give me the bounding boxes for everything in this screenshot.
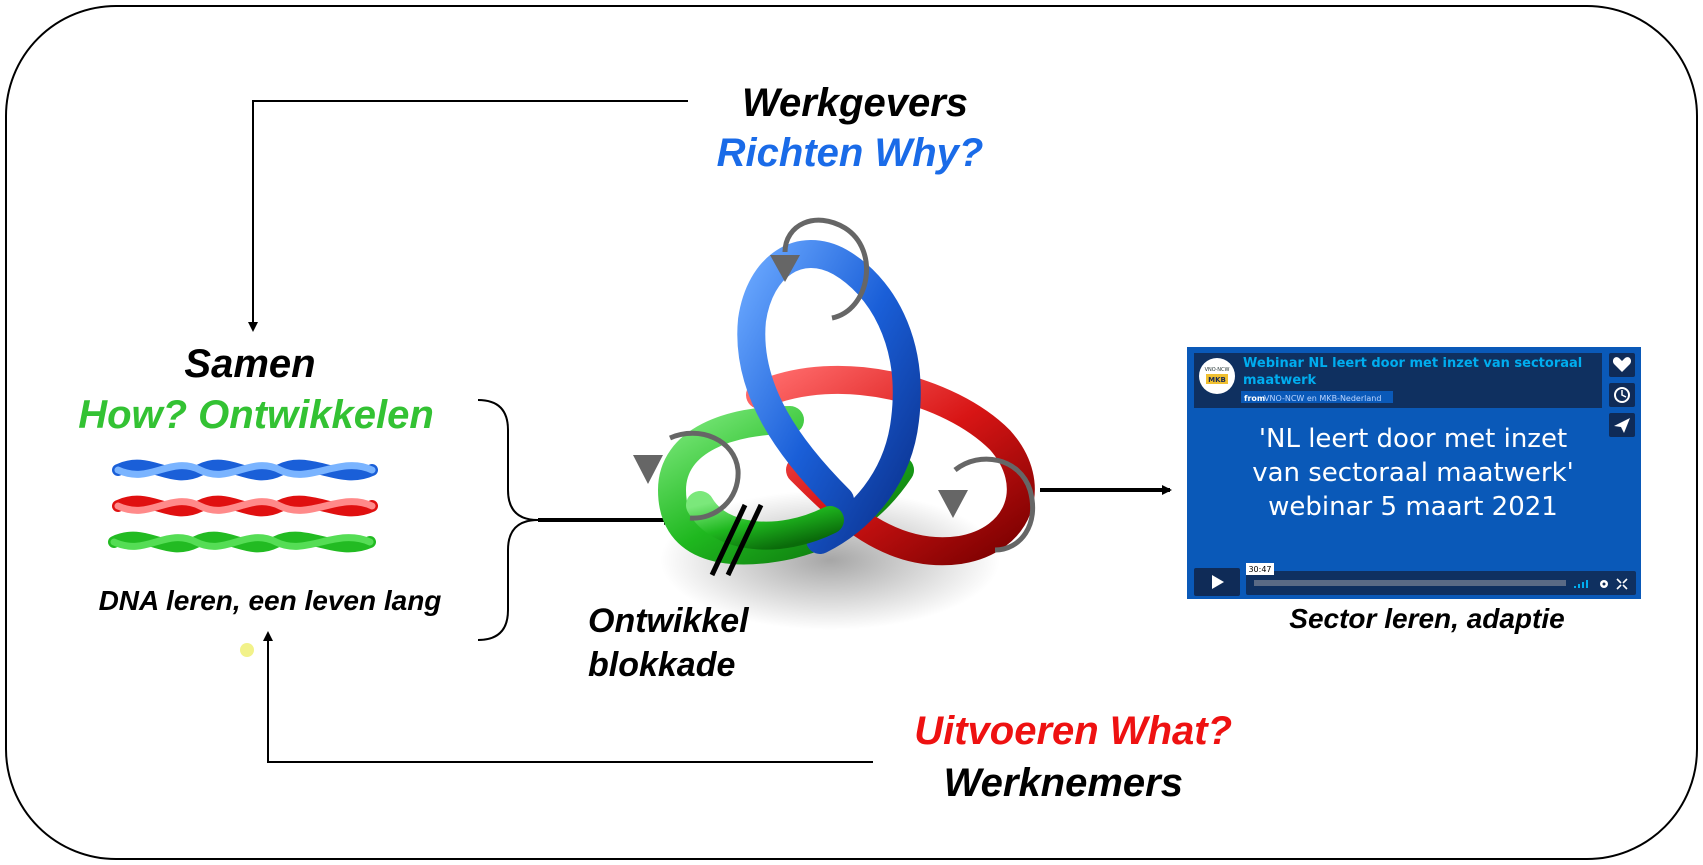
left-label-line1: Samen <box>184 342 315 386</box>
video-player[interactable]: VNO·NCW MKB Webinar NL leert door met in… <box>1187 347 1641 599</box>
rotation-arrowhead-blue <box>770 255 800 282</box>
slide-line3: webinar 5 maart 2021 <box>1268 492 1558 522</box>
yellow-dot <box>240 643 254 657</box>
progress-track[interactable] <box>1254 580 1566 586</box>
bottom-feedback-arrow <box>263 631 873 763</box>
rotation-arrow-green <box>669 430 741 521</box>
video-title-line1[interactable]: Webinar NL leert door met inzet van sect… <box>1243 356 1582 371</box>
rotation-arrowheads <box>633 255 968 518</box>
play-icon <box>1212 575 1224 589</box>
clock-icon <box>1614 387 1630 403</box>
from-channel[interactable]: VNO-NCW en MKB-Nederland <box>1264 394 1381 403</box>
knot-red-loop <box>746 365 1035 566</box>
bottom-label-line1: Uitvoeren What? <box>914 709 1232 753</box>
blockade-marks <box>709 503 764 577</box>
rotation-arrow-blue <box>782 217 870 321</box>
rotation-arrow-red <box>953 456 1036 553</box>
knot-caption-line1: Ontwikkel <box>588 602 750 640</box>
slide-line1: 'NL leert door met inzet <box>1259 424 1567 454</box>
dna-caption: DNA leren, een leven lang <box>99 585 442 616</box>
left-label-line2: How? Ontwikkelen <box>78 393 434 437</box>
timestamp-badge <box>1246 563 1274 575</box>
channel-logo-top: VNO·NCW <box>1205 367 1230 373</box>
timestamp: 30:47 <box>1248 565 1271 574</box>
rotation-arrowhead-red <box>938 490 968 518</box>
video-title-line2[interactable]: maatwerk <box>1243 373 1317 388</box>
bottom-label-line2: Werknemers <box>944 761 1183 805</box>
volume-icon[interactable] <box>1574 580 1588 588</box>
brace <box>477 399 539 641</box>
from-badge <box>1241 391 1393 403</box>
frame-border <box>5 5 1698 860</box>
top-label-line2: Richten Why? <box>717 131 984 175</box>
rotation-arrows <box>669 217 1036 553</box>
dna-strand-green <box>108 531 376 553</box>
video-caption: Sector leren, adaptie <box>1289 603 1564 634</box>
channel-logo-bottom: MKB <box>1208 376 1226 384</box>
send-icon <box>1614 418 1630 433</box>
rotation-arrowhead-green <box>633 455 663 484</box>
knot-caption-line2: blokkade <box>588 646 735 684</box>
from-prefix: from <box>1244 394 1265 403</box>
top-feedback-arrow <box>248 100 688 332</box>
dna-strand-red <box>112 495 378 517</box>
slide-line2: van sectoraal maatwerk' <box>1252 458 1574 488</box>
dna-strand-blue <box>112 459 378 481</box>
channel-logo-mkb-bg <box>1206 374 1228 384</box>
knot-blue-loop <box>737 240 921 554</box>
top-label-line1: Werkgevers <box>742 81 968 125</box>
fullscreen-icon[interactable] <box>1616 578 1628 590</box>
heart-icon <box>1612 357 1632 372</box>
